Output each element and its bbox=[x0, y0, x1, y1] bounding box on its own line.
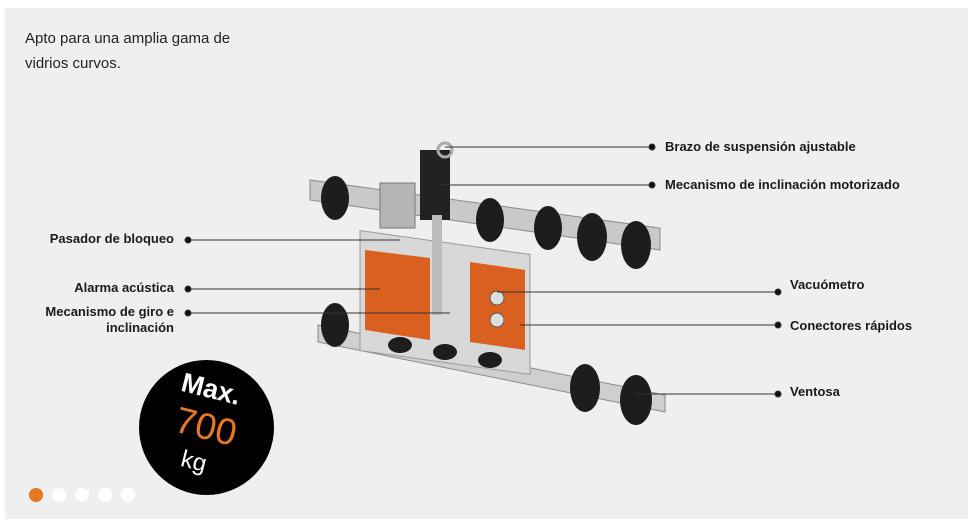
label-conectores-rapidos: Conectores rápidos bbox=[790, 318, 913, 333]
carousel-dot-3[interactable] bbox=[75, 488, 89, 502]
callout-lines bbox=[184, 143, 782, 398]
label-vacuometro: Vacuómetro bbox=[790, 277, 865, 292]
label-pasador-bloqueo: Pasador de bloqueo bbox=[49, 231, 174, 246]
carousel-dot-5[interactable] bbox=[121, 488, 135, 502]
suction-cups bbox=[321, 176, 652, 425]
carousel-dot-1[interactable] bbox=[29, 488, 43, 502]
carousel-dot-4[interactable] bbox=[98, 488, 112, 502]
badge-unit: kg bbox=[178, 445, 210, 478]
label-mecanismo-inclinacion: Mecanismo de inclinación motorizado bbox=[665, 177, 900, 192]
orange-plates bbox=[365, 250, 525, 350]
tilt-mechanism bbox=[379, 141, 454, 315]
label-ventosa: Ventosa bbox=[790, 384, 840, 399]
max-load-badge: Max. 700 kg bbox=[139, 360, 274, 495]
label-giro-inclinacion: Mecanismo de giro e inclinación bbox=[45, 304, 174, 335]
label-brazo-suspension: Brazo de suspensión ajustable bbox=[665, 139, 856, 154]
carousel-dot-2[interactable] bbox=[52, 488, 66, 502]
intro-text: Apto para una amplia gama de vidrios cur… bbox=[25, 30, 231, 72]
label-alarma-acustica: Alarma acústica bbox=[74, 280, 174, 295]
